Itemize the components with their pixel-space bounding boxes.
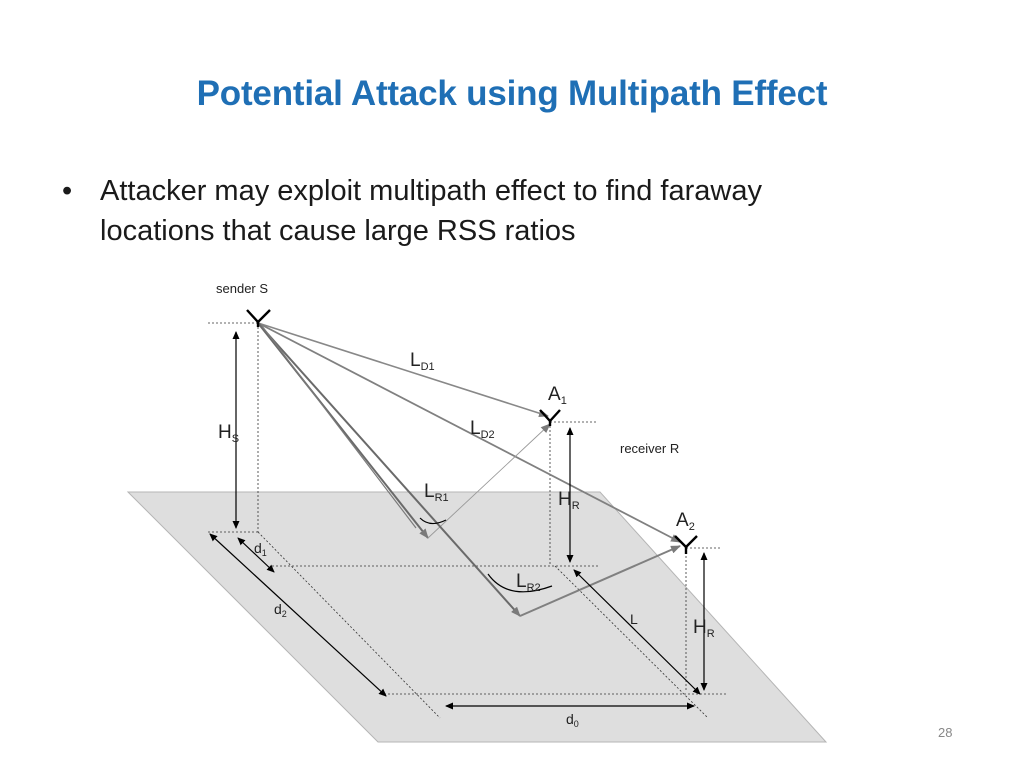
receiver-label: receiver R (620, 441, 679, 456)
label-A2: A2 (676, 510, 695, 533)
bullet-point: • Attacker may exploit multipath effect … (62, 171, 942, 251)
dashed-guides (208, 322, 728, 719)
reflection-arcs (419, 517, 553, 593)
label-d2: d2 (274, 601, 287, 619)
bullet-line-1: Attacker may exploit multipath effect to… (100, 175, 762, 207)
bullet-marker: • (62, 175, 73, 207)
label-d0: d0 (566, 711, 579, 729)
label-LD2: LD2 (470, 418, 495, 441)
d2-arrow (209, 533, 387, 697)
page-number: 28 (938, 725, 953, 740)
bullet-line-2: locations that cause large RSS ratios (100, 215, 576, 247)
ray-LR1-reflected (427, 423, 551, 539)
L-arrow (573, 569, 701, 695)
ray-LD2 (257, 322, 681, 543)
sender-label: sender S (216, 281, 268, 296)
label-LR1: LR1 (424, 481, 449, 504)
antenna-A1-icon (539, 409, 561, 426)
ground-plane (126, 491, 828, 743)
ray-extra (261, 325, 417, 529)
signal-rays (257, 322, 681, 617)
label-LR2: LR2 (516, 571, 541, 594)
label-A1: A1 (548, 384, 567, 407)
slide-title: Potential Attack using Multipath Effect (196, 74, 828, 113)
sender-antenna-icon (246, 309, 271, 327)
label-HR1: HR (558, 489, 580, 512)
antenna-A2-icon (674, 535, 698, 554)
distance-arrows (209, 533, 701, 710)
label-d1: d1 (254, 540, 267, 558)
height-arrows (232, 331, 708, 691)
ray-LR2-incident (257, 322, 521, 617)
label-HS: HS (218, 422, 239, 445)
ray-LD1 (257, 322, 549, 418)
label-LD1: LD1 (410, 350, 435, 373)
label-HR2: HR (693, 617, 715, 640)
bullet-text: Attacker may exploit multipath effect to… (100, 171, 942, 251)
label-L: L (630, 611, 638, 627)
